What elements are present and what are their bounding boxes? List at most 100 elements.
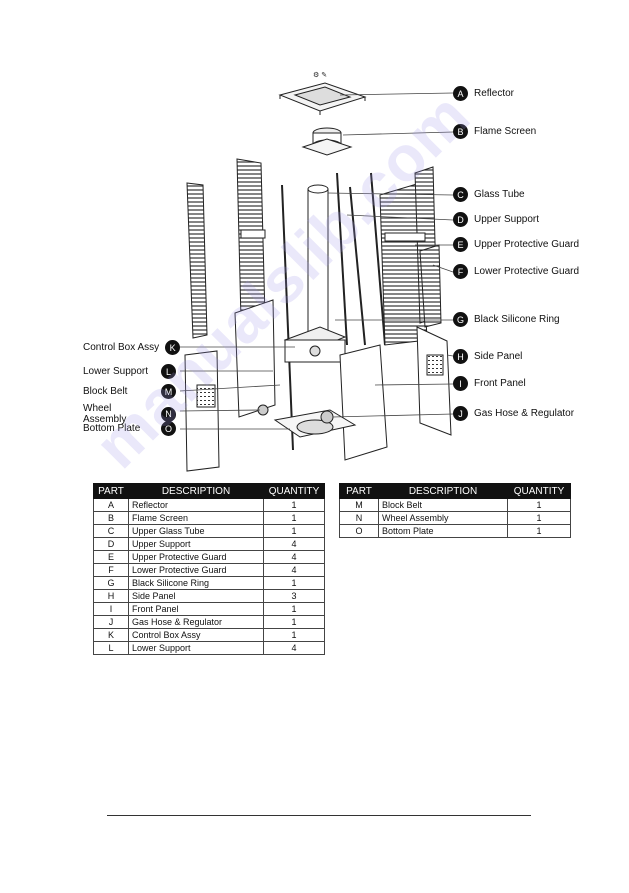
cell-quantity: 4 <box>263 550 325 564</box>
callout-letter: E <box>453 237 468 252</box>
cell-description: Reflector <box>128 498 264 512</box>
cell-quantity: 4 <box>263 537 325 551</box>
footer-divider <box>107 815 531 816</box>
callout-letter: D <box>453 212 468 227</box>
callout-o: Bottom Plate O <box>83 421 176 436</box>
callout-letter: O <box>161 421 176 436</box>
flame-screen-drawing <box>301 127 353 156</box>
callout-letter: A <box>453 86 468 101</box>
table-header-row: PART DESCRIPTION QUANTITY <box>339 483 571 499</box>
cell-quantity: 1 <box>263 576 325 590</box>
callout-a: A Reflector <box>453 86 514 101</box>
callout-label: Bottom Plate <box>83 423 141 434</box>
callout-label: Gas Hose & Regulator <box>474 408 575 419</box>
callout-letter: F <box>453 264 468 279</box>
callout-letter: J <box>453 406 468 421</box>
callout-i: I Front Panel <box>453 376 526 391</box>
callout-label: Upper Support <box>474 214 540 225</box>
column-header-description: DESCRIPTION <box>128 483 264 499</box>
cell-quantity: 1 <box>263 498 325 512</box>
cell-part: C <box>93 524 129 538</box>
column-header-part: PART <box>93 483 129 499</box>
cell-quantity: 1 <box>507 511 571 525</box>
cell-quantity: 1 <box>507 498 571 512</box>
cell-description: Lower Protective Guard <box>128 563 264 577</box>
base-drawing <box>257 404 357 438</box>
guards-left-drawing <box>186 158 266 339</box>
cell-description: Upper Protective Guard <box>128 550 264 564</box>
callout-m: Block Belt M <box>83 384 176 399</box>
callout-label: Wheel Assembly <box>83 403 127 425</box>
callout-label: Block Belt <box>83 386 128 397</box>
control-box-drawing <box>283 326 347 363</box>
cell-quantity: 1 <box>507 524 571 538</box>
callout-label: Control Box Assy <box>83 342 160 353</box>
cell-description: Lower Support <box>128 641 264 655</box>
callout-label: Flame Screen <box>474 126 537 137</box>
cell-description: Wheel Assembly <box>378 511 508 525</box>
callout-h: H Side Panel <box>453 349 522 364</box>
column-header-description: DESCRIPTION <box>378 483 508 499</box>
cell-part: H <box>93 589 129 603</box>
cell-part: I <box>93 602 129 616</box>
cell-description: Flame Screen <box>128 511 264 525</box>
callout-label: Lower Support <box>83 366 149 377</box>
cell-part: F <box>93 563 129 577</box>
cell-part: B <box>93 511 129 525</box>
column-header-part: PART <box>339 483 379 499</box>
cell-quantity: 4 <box>263 641 325 655</box>
reflector-drawing: ⚙ ✎ <box>278 71 367 115</box>
glass-tube-drawing <box>307 184 329 340</box>
cell-quantity: 1 <box>263 628 325 642</box>
callout-d: D Upper Support <box>453 212 539 227</box>
cell-part: A <box>93 498 129 512</box>
cell-description: Front Panel <box>128 602 264 616</box>
callout-letter: I <box>453 376 468 391</box>
callout-letter: N <box>161 406 176 422</box>
cell-quantity: 4 <box>263 563 325 577</box>
callout-label: Reflector <box>474 88 515 99</box>
cell-part: K <box>93 628 129 642</box>
callout-label: Lower Protective Guard <box>474 266 580 277</box>
callout-letter: G <box>453 312 468 327</box>
callout-label: Upper Protective Guard <box>474 239 580 250</box>
callout-l: Lower Support L <box>83 364 176 379</box>
cell-description: Gas Hose & Regulator <box>128 615 264 629</box>
cell-part: D <box>93 537 129 551</box>
cell-quantity: 1 <box>263 602 325 616</box>
cell-quantity: 1 <box>263 524 325 538</box>
callout-f: F Lower Protective Guard <box>453 264 579 279</box>
callout-k: Control Box Assy K <box>83 340 181 355</box>
callout-letter: K <box>165 340 181 355</box>
cell-part: L <box>93 641 129 655</box>
cell-part: N <box>339 511 379 525</box>
callout-j: J Gas Hose & Regulator <box>453 406 574 421</box>
cell-description: Upper Glass Tube <box>128 524 264 538</box>
callout-e: E Upper Protective Guard <box>453 237 579 252</box>
cell-quantity: 1 <box>263 511 325 525</box>
callout-letter: C <box>453 187 468 202</box>
cell-description: Upper Support <box>128 537 264 551</box>
cell-quantity: 1 <box>263 615 325 629</box>
exploded-view-diagram: ⚙ ✎ <box>179 71 454 472</box>
cell-description: Control Box Assy <box>128 628 264 642</box>
callout-label: Side Panel <box>474 351 523 362</box>
svg-text:⚙ ✎: ⚙ ✎ <box>313 71 327 79</box>
callout-letter: M <box>161 384 176 399</box>
